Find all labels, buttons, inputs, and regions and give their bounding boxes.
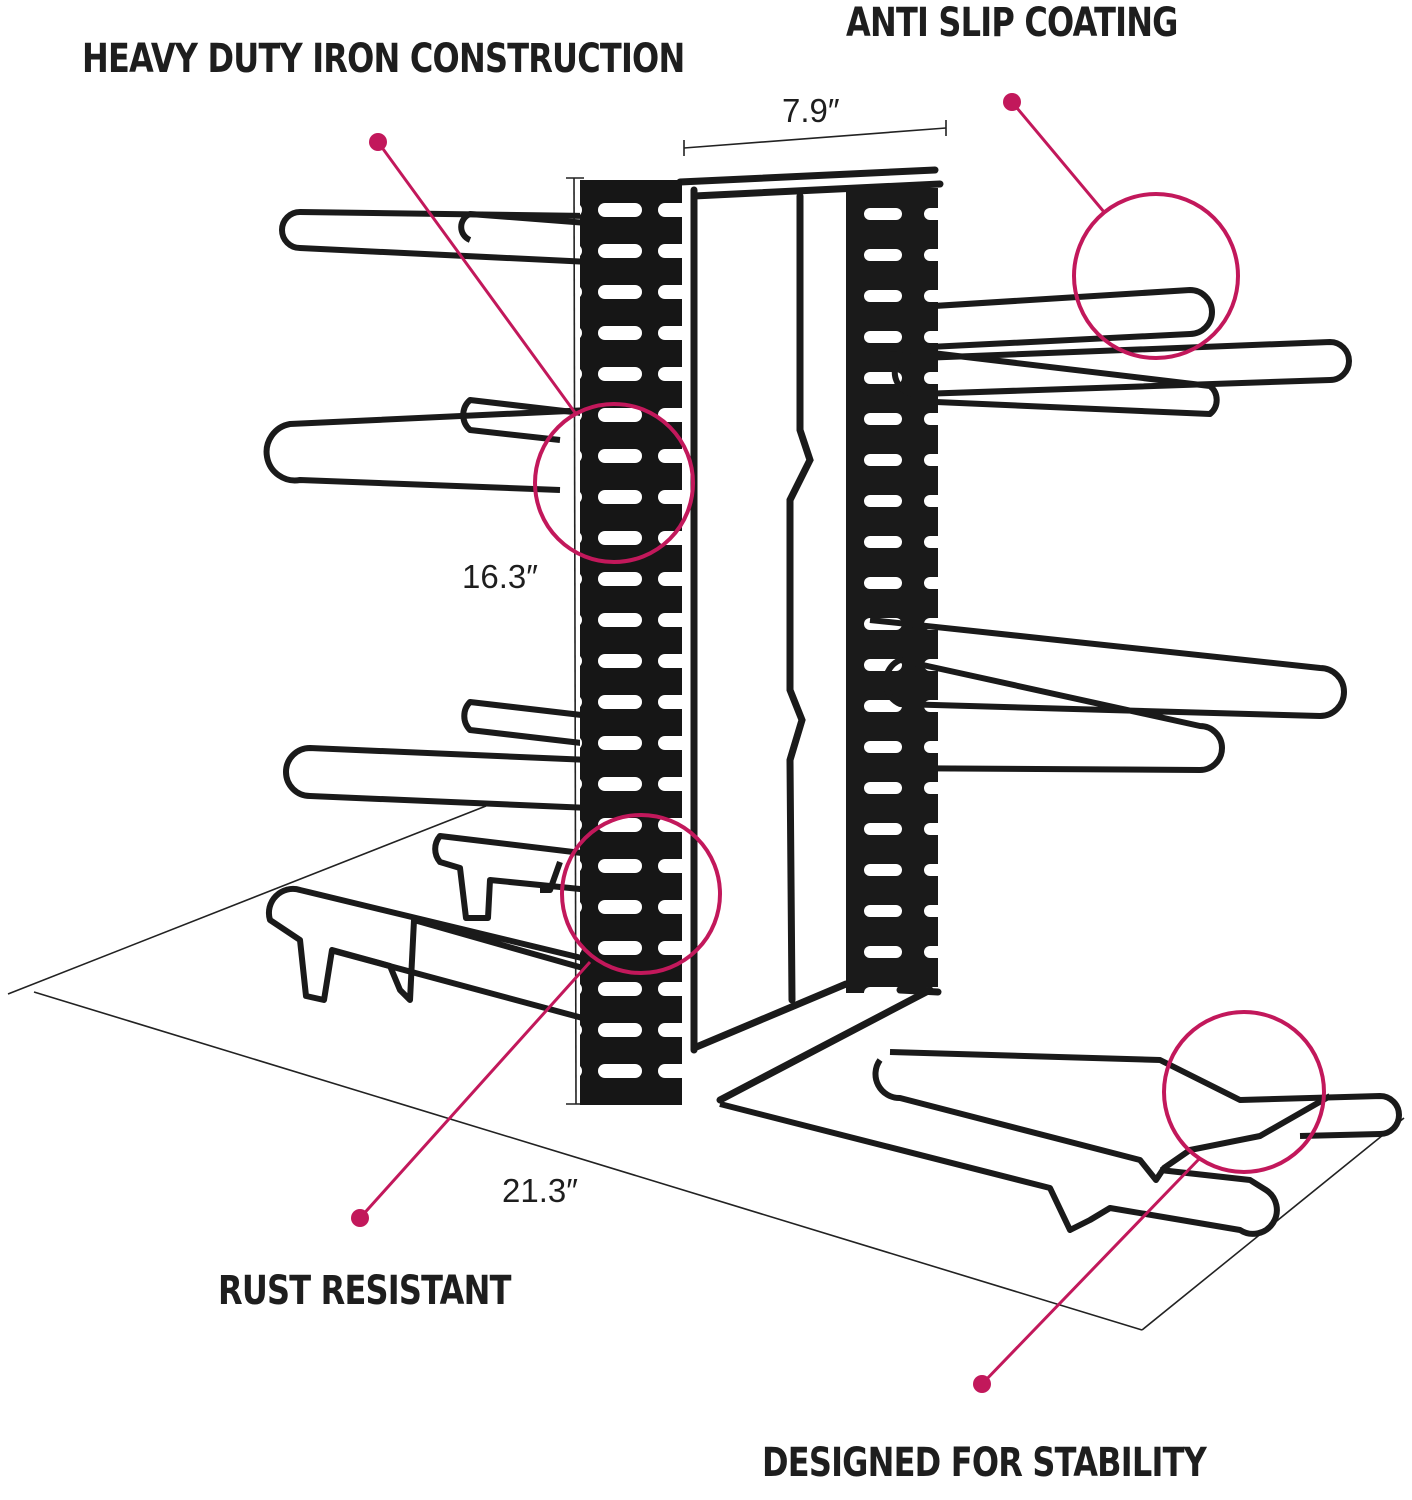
width-dimension-line [683, 127, 947, 149]
anti-slip-magnifier [1072, 192, 1240, 360]
dimension-height-label: 16.3″ [462, 558, 538, 595]
rust-resistant-leader-line [358, 960, 592, 1220]
callout-anti-slip-coating: ANTI SLIP COATING [846, 0, 1178, 46]
heavy-duty-leader-line [376, 141, 578, 415]
stability-leader-line [980, 1156, 1202, 1386]
callout-designed-for-stability: DESIGNED FOR STABILITY [762, 1440, 1207, 1486]
dimension-length-label: 21.3″ [502, 1172, 578, 1209]
anti-slip-leader-line [1010, 101, 1106, 213]
stability-magnifier [1162, 1010, 1326, 1174]
dimension-width-label: 7.9″ [782, 92, 840, 129]
right-shelf-hooks [719, 287, 1402, 1237]
rust-resistant-magnifier [560, 813, 722, 975]
callout-heavy-duty-iron-construction: HEAVY DUTY IRON CONSTRUCTION [82, 36, 685, 82]
callout-dots [351, 93, 1021, 1393]
length-dimension-line [33, 991, 1143, 1331]
heavy-duty-magnifier [533, 402, 695, 564]
callout-rust-resistant: RUST RESISTANT [218, 1268, 511, 1314]
frame-wires [676, 166, 944, 1104]
height-dimension-line [573, 177, 577, 1105]
left-shelf-hooks [263, 209, 601, 1023]
callout-leaders [358, 101, 1326, 1386]
